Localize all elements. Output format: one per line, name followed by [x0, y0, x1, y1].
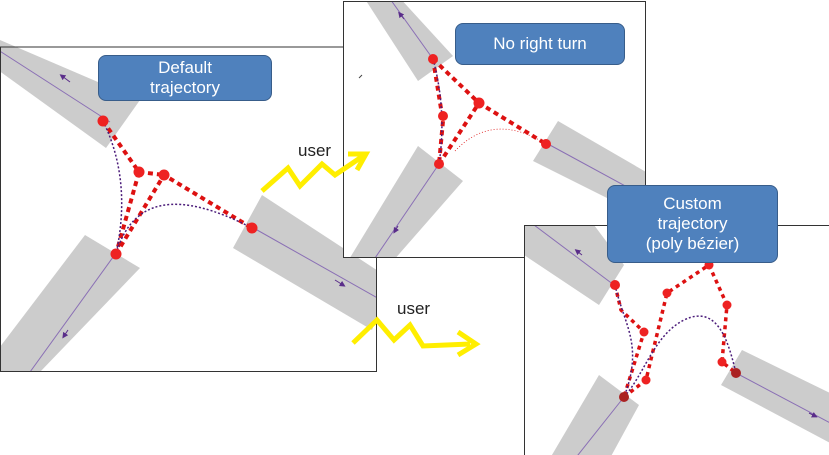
control-polygon — [437, 101, 481, 166]
panel-custom — [524, 225, 829, 455]
lane-arrow — [808, 411, 818, 418]
control-polygon — [613, 284, 646, 398]
control-point[interactable] — [434, 159, 444, 169]
label-default-trajectory: Default trajectory — [98, 55, 272, 101]
control-point[interactable] — [473, 97, 485, 109]
lane-arrow — [398, 11, 405, 20]
lane-arrow — [59, 74, 71, 83]
lane-line — [577, 396, 625, 455]
lane-line — [0, 50, 111, 123]
control-point[interactable] — [97, 115, 109, 127]
trajectory-curve — [614, 284, 634, 398]
trajectory-curve — [102, 120, 123, 255]
control-point[interactable] — [610, 280, 620, 290]
user-label-2: user — [397, 299, 431, 318]
road-east — [721, 350, 829, 443]
trajectory-curve — [115, 203, 253, 255]
control-point[interactable] — [722, 300, 732, 310]
control-point[interactable] — [133, 166, 145, 178]
road-south-west — [0, 235, 140, 372]
user-arrow-1 — [260, 151, 371, 193]
label-custom-trajectory: Custom trajectory (poly bézier) — [607, 185, 778, 263]
stray-mark — [358, 74, 363, 79]
control-point[interactable] — [438, 111, 448, 121]
road-north — [524, 225, 624, 305]
label-no-right-turn: No right turn — [455, 23, 625, 65]
road-south — [551, 375, 639, 455]
control-point[interactable] — [158, 169, 170, 181]
control-polygon — [431, 58, 446, 165]
lane-arrow — [574, 249, 583, 256]
lane-arrow — [393, 225, 400, 234]
label-line: trajectory — [657, 214, 728, 233]
control-point[interactable] — [246, 222, 258, 234]
control-point[interactable] — [541, 139, 551, 149]
label-line: Custom — [663, 194, 722, 213]
label-line: (poly bézier) — [645, 234, 740, 253]
control-point[interactable] — [717, 357, 727, 367]
lane-line — [533, 225, 615, 286]
user-arrow-2 — [351, 316, 481, 358]
lane-line — [390, 1, 434, 60]
lane-line — [374, 163, 440, 258]
lane-line — [249, 225, 377, 299]
control-point[interactable] — [641, 375, 651, 385]
trajectory-curve — [623, 315, 737, 398]
control-polygon — [101, 119, 142, 255]
lane-arrow — [62, 329, 69, 339]
control-point[interactable] — [731, 368, 741, 378]
control-point[interactable] — [619, 392, 629, 402]
trajectory-curve — [454, 128, 547, 152]
label-line: Default — [158, 58, 212, 77]
lane-arrow — [334, 279, 346, 287]
control-point[interactable] — [110, 248, 122, 260]
label-line: No right turn — [493, 34, 587, 53]
control-point[interactable] — [428, 54, 438, 64]
label-line: trajectory — [150, 78, 220, 97]
control-point[interactable] — [639, 327, 649, 337]
lane-line — [29, 252, 117, 372]
road-east — [233, 195, 377, 330]
control-point[interactable] — [662, 288, 672, 298]
panel-custom-clip — [524, 225, 829, 455]
user-label-1: user — [298, 141, 332, 160]
road-south — [349, 146, 463, 258]
